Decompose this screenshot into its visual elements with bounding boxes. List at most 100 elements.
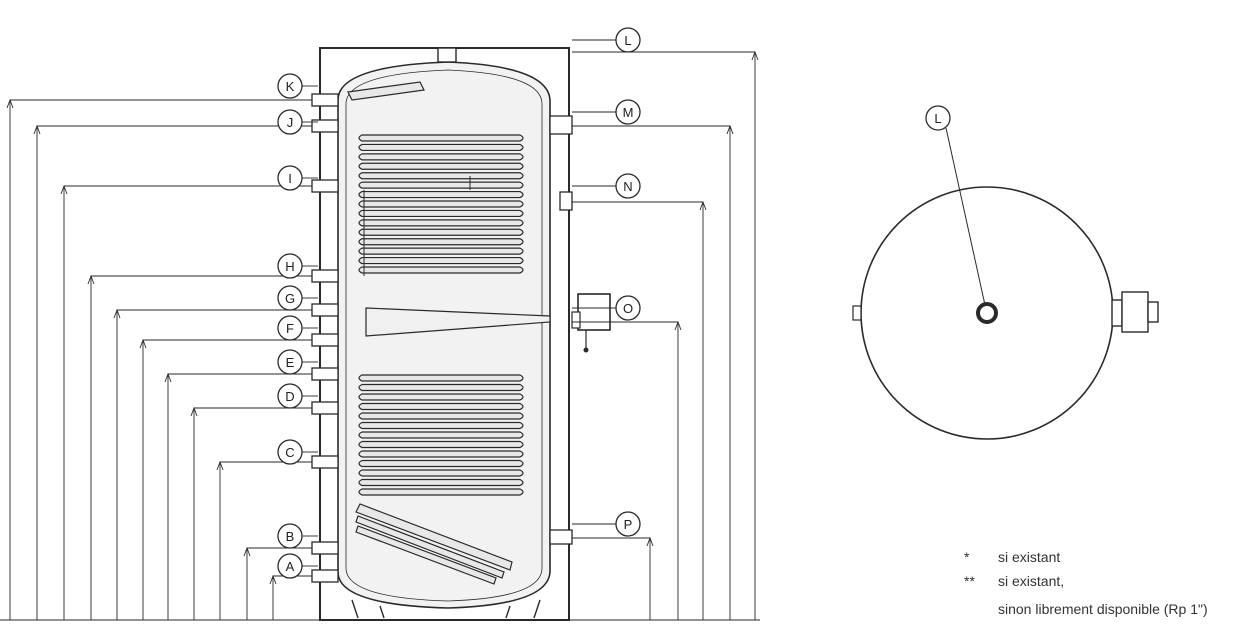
coil-turn bbox=[358, 440, 524, 449]
callout-label-P: P bbox=[624, 517, 633, 532]
callout-label-M: M bbox=[623, 105, 634, 120]
tank-top-circle bbox=[860, 186, 1114, 440]
note-1-mark: * bbox=[964, 549, 970, 565]
coil-turn bbox=[358, 266, 524, 274]
callout-circle-N bbox=[615, 173, 641, 199]
callout-circle-F bbox=[277, 315, 303, 341]
connection-stub bbox=[311, 303, 339, 317]
callout-circle-M bbox=[615, 99, 641, 125]
lower-coil bbox=[358, 374, 524, 496]
connection-stub bbox=[311, 401, 339, 415]
coil-turn bbox=[358, 469, 524, 477]
callout-label-I: I bbox=[288, 171, 292, 186]
coil-turn bbox=[358, 228, 524, 236]
top-view-leader bbox=[945, 127, 986, 306]
callout-label-E: E bbox=[286, 355, 295, 370]
top-nozzle bbox=[437, 47, 457, 63]
coil-turn bbox=[358, 200, 524, 208]
bottom-coil bbox=[355, 503, 513, 585]
notes: * si existant ** si existant, sinon libr… bbox=[964, 549, 1208, 617]
callout-label-B: B bbox=[286, 529, 295, 544]
callout-label-K: K bbox=[286, 79, 295, 94]
callout-label-F: F bbox=[286, 321, 294, 336]
coil-turn bbox=[358, 421, 524, 430]
coil-turn bbox=[358, 153, 524, 161]
callout-label-N: N bbox=[623, 179, 632, 194]
callout-circle-B bbox=[277, 523, 303, 549]
callout-circle-I bbox=[277, 165, 303, 191]
callout-circle-G bbox=[277, 285, 303, 311]
right-connections bbox=[549, 115, 573, 545]
top-view: L bbox=[852, 105, 1159, 440]
callout-label-top-L: L bbox=[934, 111, 941, 126]
coil-turn bbox=[358, 450, 524, 458]
coil-turn bbox=[358, 247, 524, 255]
side-view bbox=[311, 47, 611, 621]
coil-turn bbox=[358, 143, 524, 152]
note-1-text: si existant bbox=[998, 549, 1060, 565]
top-view-heater bbox=[1111, 291, 1159, 333]
callout-label-A: A bbox=[286, 559, 295, 574]
note-2-text: si existant, bbox=[998, 573, 1064, 589]
callout-circle-A bbox=[277, 553, 303, 579]
coil-turn bbox=[358, 190, 524, 199]
tank-feet bbox=[351, 599, 541, 619]
coil-turn bbox=[358, 162, 524, 170]
coil-turn bbox=[358, 402, 524, 411]
heating-element bbox=[365, 307, 551, 337]
coil-turn bbox=[358, 412, 524, 420]
coil-turn bbox=[358, 219, 524, 227]
callout-label-D: D bbox=[285, 389, 294, 404]
callout-circle-D bbox=[277, 383, 303, 409]
coil-turn bbox=[358, 488, 524, 496]
connection-stub bbox=[311, 333, 339, 347]
callout-circle-C bbox=[277, 439, 303, 465]
callout-circle-O bbox=[615, 295, 641, 321]
callout-label-G: G bbox=[285, 291, 295, 306]
top-view-left-stub bbox=[852, 305, 862, 321]
coil-turn bbox=[358, 459, 524, 468]
callout-circle-J bbox=[277, 109, 303, 135]
callouts-left: K J I H GF E D C BA bbox=[277, 73, 303, 579]
heater-box bbox=[577, 293, 611, 331]
connection-stub bbox=[311, 455, 339, 469]
callouts-right: L M N O P bbox=[615, 27, 641, 537]
left-connections bbox=[311, 93, 339, 583]
callout-circle-H bbox=[277, 253, 303, 279]
callout-label-H: H bbox=[285, 259, 294, 274]
coil-turn bbox=[358, 256, 524, 265]
callout-label-O: O bbox=[623, 301, 633, 316]
callout-label-L: L bbox=[624, 33, 631, 48]
tank-liner bbox=[345, 69, 543, 602]
coil-turn bbox=[358, 431, 524, 439]
note-2-mark: ** bbox=[964, 573, 975, 589]
callout-circle-K bbox=[277, 73, 303, 99]
dimension-lines bbox=[0, 39, 760, 621]
connection-stub bbox=[311, 179, 339, 193]
connection-stub bbox=[311, 367, 339, 381]
callout-circle-L bbox=[615, 27, 641, 53]
callout-label-J: J bbox=[287, 115, 294, 130]
coil-turn bbox=[358, 478, 524, 487]
coil-turn bbox=[358, 172, 524, 180]
coil-turn bbox=[358, 393, 524, 401]
top-nozzle-ring bbox=[976, 302, 998, 324]
callout-circle-E bbox=[277, 349, 303, 375]
callout-label-C: C bbox=[285, 445, 294, 460]
callout-circle-top-L bbox=[925, 105, 951, 131]
connection-stub bbox=[311, 269, 339, 283]
connection-stub bbox=[311, 93, 339, 107]
callout-circle-P bbox=[615, 511, 641, 537]
coil-turn bbox=[358, 383, 524, 392]
coil-turn bbox=[358, 238, 524, 246]
upper-coil bbox=[358, 134, 524, 274]
coil-turn bbox=[358, 134, 524, 142]
connection-stub bbox=[311, 541, 339, 555]
coil-turn bbox=[358, 181, 524, 189]
coil-turn bbox=[358, 209, 524, 218]
connection-stub bbox=[311, 569, 339, 583]
note-3-text: sinon librement disponible (Rp 1") bbox=[998, 601, 1208, 617]
anode-top bbox=[347, 81, 425, 101]
coil-turn bbox=[358, 374, 524, 382]
